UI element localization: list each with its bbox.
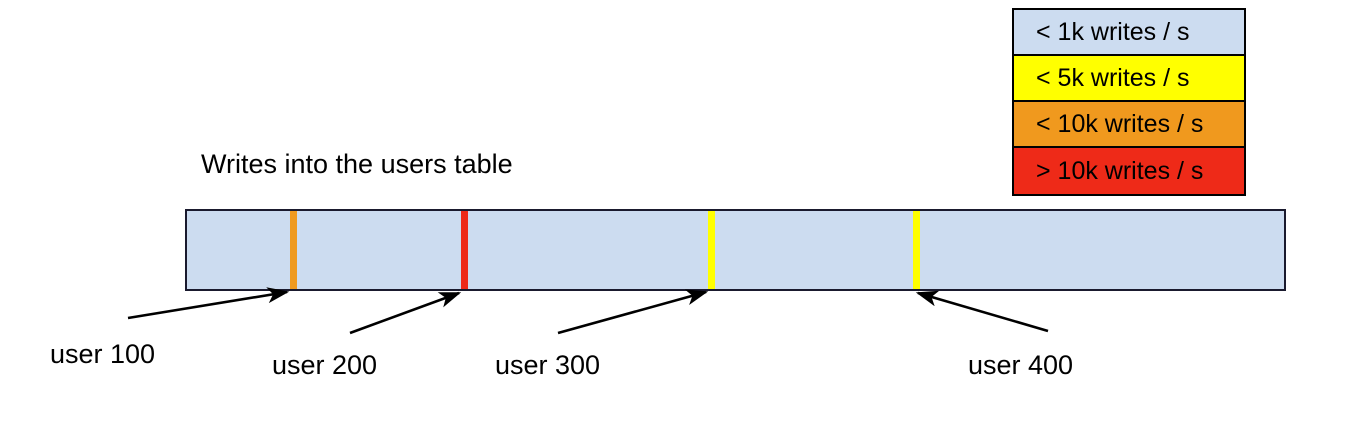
legend-row-under-5k: < 5k writes / s <box>1014 56 1244 102</box>
legend-label-under-5k: < 5k writes / s <box>1036 63 1190 92</box>
callout-label-user-100: user 100 <box>50 339 156 369</box>
legend: < 1k writes / s < 5k writes / s < 10k wr… <box>1012 8 1246 196</box>
marker-stripe-user-300 <box>708 211 715 289</box>
arrow-user-300 <box>557 289 709 335</box>
arrow-user-200 <box>349 291 462 335</box>
chart-title: Writes into the users table <box>201 149 513 179</box>
legend-row-under-1k: < 1k writes / s <box>1014 10 1244 56</box>
legend-label-under-1k: < 1k writes / s <box>1036 17 1190 46</box>
legend-label-under-10k: < 10k writes / s <box>1036 109 1204 138</box>
legend-row-under-10k: < 10k writes / s <box>1014 102 1244 148</box>
arrow-user-400 <box>915 290 1049 333</box>
callout-label-user-300: user 300 <box>495 350 601 380</box>
legend-label-over-10k: > 10k writes / s <box>1036 156 1204 185</box>
arrow-user-100 <box>127 287 290 320</box>
marker-stripe-user-400 <box>913 211 920 289</box>
marker-stripe-user-200 <box>461 211 468 289</box>
marker-stripe-user-100 <box>290 211 297 289</box>
callout-label-user-200: user 200 <box>272 350 378 380</box>
users-table-bar <box>185 209 1286 291</box>
callout-label-user-400: user 400 <box>968 350 1074 380</box>
legend-row-over-10k: > 10k writes / s <box>1014 148 1244 194</box>
